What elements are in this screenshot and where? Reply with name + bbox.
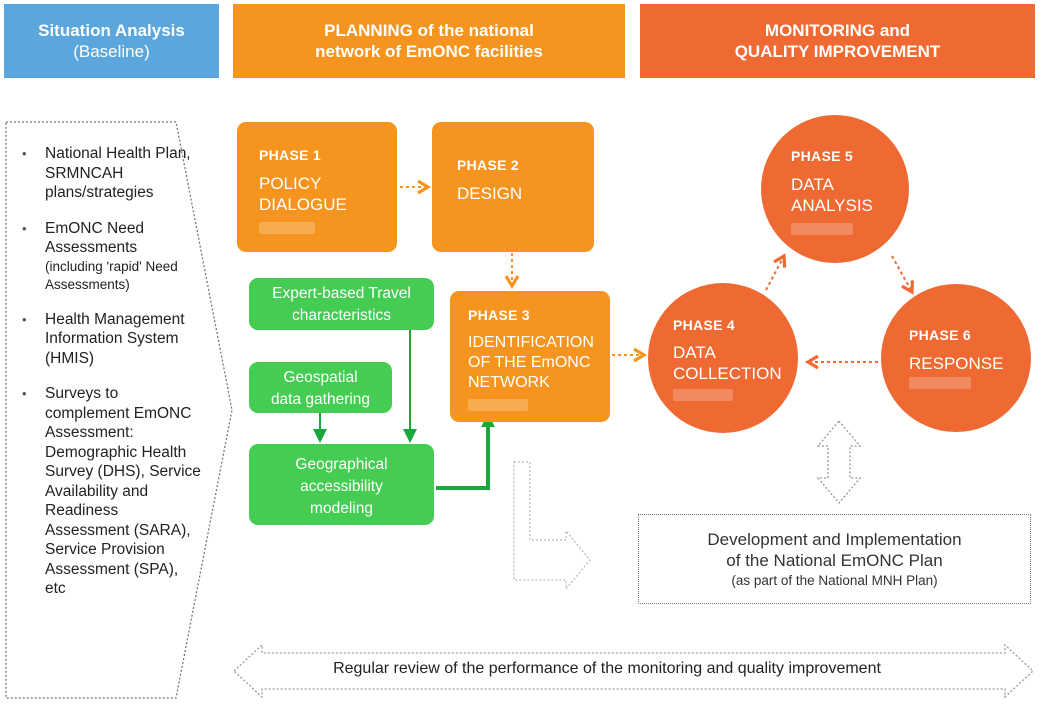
geospatial-line1: Geospatial xyxy=(283,369,358,386)
baseline-item-text: EmONC Need Assessments xyxy=(45,219,145,257)
phase5-title-line2: ANALYSIS xyxy=(791,196,873,215)
phase6-title-line1: RESPONSE xyxy=(909,354,1004,373)
review-double-arrow xyxy=(233,643,1034,699)
phase6-label: PHASE 6 xyxy=(909,327,972,343)
bent-hollow-arrow xyxy=(513,461,591,591)
baseline-item-surveys: Surveys to complement EmONC Assessment: … xyxy=(22,384,202,599)
baseline-sources-list: National Health Plan, SRMNCAH plans/stra… xyxy=(22,144,202,615)
arrow-phase5-to-phase6 xyxy=(891,255,914,295)
phase2-title-line1: DESIGN xyxy=(457,184,523,203)
phase4-label: PHASE 4 xyxy=(673,317,736,333)
phase4-placeholder-bar xyxy=(673,389,733,401)
geospatial-line2: data gathering xyxy=(270,391,371,408)
arrow-phase4-to-phase5 xyxy=(765,253,787,291)
header-situation-subtitle: (Baseline) xyxy=(73,42,150,61)
travel-line1: Expert-based Travel xyxy=(272,285,411,302)
phase1-title-line1: POLICY xyxy=(259,174,322,193)
baseline-item-hmis: Health Management Information System (HM… xyxy=(22,310,202,369)
baseline-item-note: (including 'rapid' Need Assessments) xyxy=(45,258,178,292)
header-situation-analysis: Situation Analysis (Baseline) xyxy=(4,4,219,78)
baseline-item-text: Health Management Information System (HM… xyxy=(45,310,185,367)
travel-line2: characteristics xyxy=(291,307,392,324)
phase3-label: PHASE 3 xyxy=(468,307,531,323)
phase4-title-line2: COLLECTION xyxy=(673,364,782,383)
accessibility-modeling-box: Geographical accessibility modeling xyxy=(249,444,434,525)
phase5-title-line1: DATA xyxy=(791,175,834,194)
phase3-placeholder-bar xyxy=(468,399,528,411)
header-planning-line2: network of EmONC facilities xyxy=(315,42,543,61)
phase2-label: PHASE 2 xyxy=(457,157,520,173)
phase4-title-line1: DATA xyxy=(673,343,716,362)
phase2-box: PHASE 2 DESIGN xyxy=(432,122,594,252)
header-monitoring: MONITORING and QUALITY IMPROVEMENT xyxy=(640,4,1035,78)
phase1-title-line2: DIALOGUE xyxy=(259,195,347,214)
phase5-label: PHASE 5 xyxy=(791,148,854,164)
modeling-line1: Geographical xyxy=(295,456,388,473)
modeling-line3: modeling xyxy=(310,500,373,517)
arrow-modeling-to-phase3 xyxy=(436,424,490,490)
development-line2: of the National EmONC Plan xyxy=(726,551,943,570)
phase6-circle: PHASE 6 RESPONSE xyxy=(881,284,1031,432)
travel-characteristics-box: Expert-based Travel characteristics xyxy=(249,278,434,330)
phase1-label: PHASE 1 xyxy=(259,147,322,163)
development-line1: Development and Implementation xyxy=(707,530,962,549)
baseline-item-text: Surveys to complement EmONC Assessment: … xyxy=(45,385,201,597)
phase3-title-line3: NETWORK xyxy=(468,374,550,391)
baseline-item-need-assessments: EmONC Need Assessments (including 'rapid… xyxy=(22,219,202,294)
baseline-chevron-outline xyxy=(5,121,233,699)
regular-review-label: Regular review of the performance of the… xyxy=(333,660,881,677)
header-monitoring-line1: MONITORING and xyxy=(764,21,911,40)
phase5-placeholder-bar xyxy=(791,223,853,235)
baseline-item-national-plan: National Health Plan, SRMNCAH plans/stra… xyxy=(22,144,202,203)
development-implementation-box: Development and Implementation of the Na… xyxy=(638,514,1031,604)
phase3-title-line2: OF THE EmONC xyxy=(468,354,591,371)
header-planning-line1: PLANNING of the national xyxy=(324,21,534,40)
baseline-item-text: National Health Plan, SRMNCAH plans/stra… xyxy=(45,145,191,201)
header-monitoring-line2: QUALITY IMPROVEMENT xyxy=(734,42,941,61)
phase1-box: PHASE 1 POLICY DIALOGUE xyxy=(237,122,397,252)
phase5-circle: PHASE 5 DATA ANALYSIS xyxy=(761,115,909,263)
vertical-double-arrow xyxy=(816,419,862,505)
phase6-placeholder-bar xyxy=(909,377,971,389)
header-situation-title: Situation Analysis xyxy=(38,21,185,40)
modeling-line2: accessibility xyxy=(300,478,383,495)
phase3-title-line1: IDENTIFICATION xyxy=(468,334,594,351)
phase3-box: PHASE 3 IDENTIFICATION OF THE EmONC NETW… xyxy=(450,291,610,422)
phase4-circle: PHASE 4 DATA COLLECTION xyxy=(648,283,798,433)
phase1-placeholder-bar xyxy=(259,222,315,234)
header-planning: PLANNING of the national network of EmON… xyxy=(233,4,625,78)
geospatial-data-box: Geospatial data gathering xyxy=(249,362,392,413)
development-subtitle: (as part of the National MNH Plan) xyxy=(731,573,938,588)
